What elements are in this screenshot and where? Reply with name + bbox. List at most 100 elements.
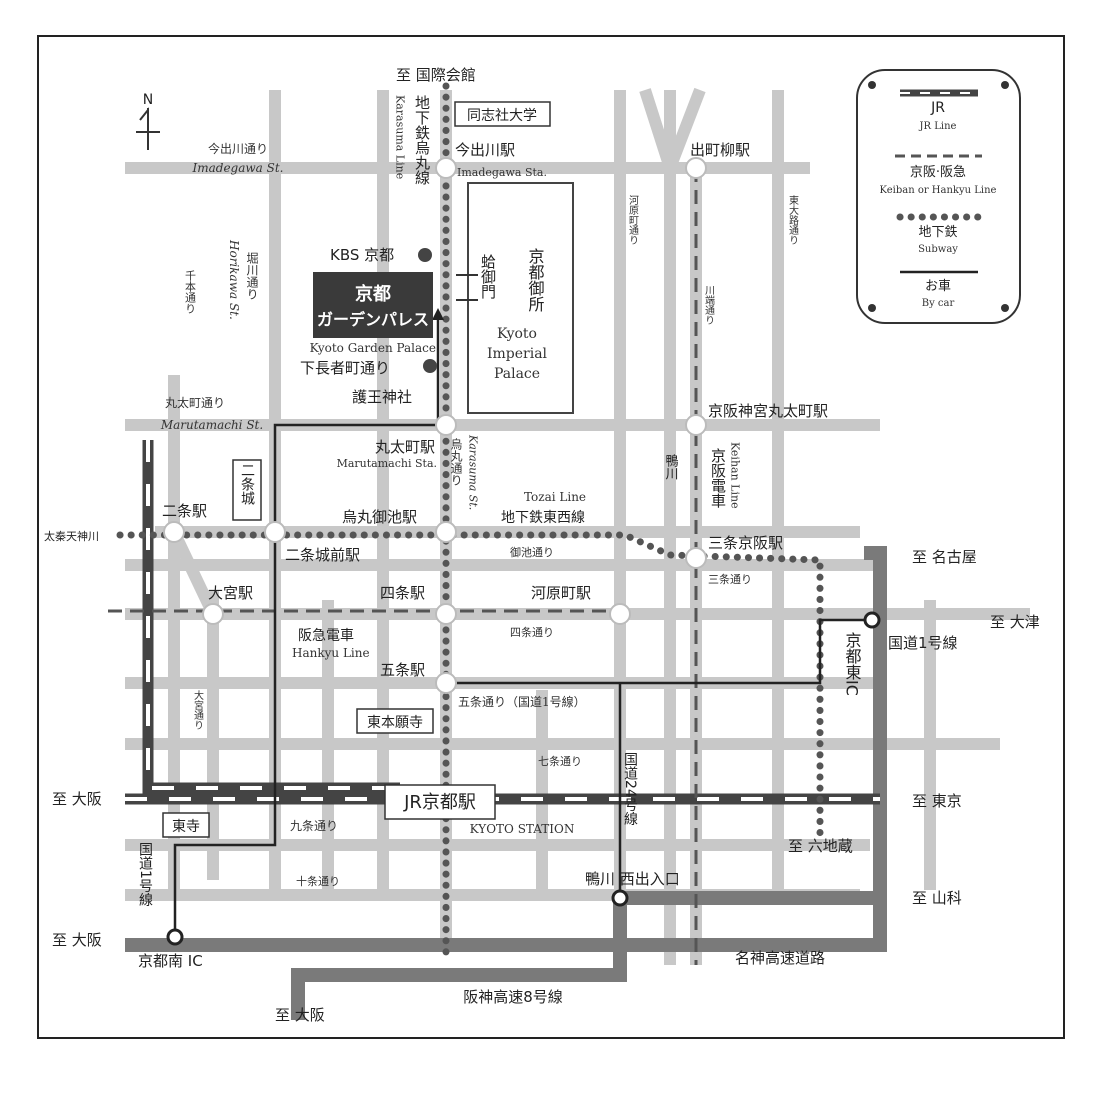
label-omiya: 大宮駅 (208, 584, 253, 602)
legend-car-en: By car (922, 298, 955, 309)
svg-text:至 大阪: 至 大阪 (52, 790, 102, 808)
kyoto-higashi-ic-label: 京都東IC (843, 632, 862, 696)
label-sanjo-keihan: 三条京阪駅 (708, 534, 783, 552)
legend-keihan: 京阪·阪急 (910, 165, 966, 180)
svg-text:今出川通り: 今出川通り (208, 141, 268, 156)
hotel-name-line2: ガーデンパレス (317, 310, 429, 329)
station-labels: 今出川駅 Imadegawa Sta. 出町柳駅 京阪神宮丸太町駅 丸太町駅 M… (162, 141, 828, 679)
karasuma-line-jp: 地下鉄烏丸線 (413, 95, 431, 185)
svg-text:御池通り: 御池通り (510, 545, 554, 559)
label-kawaramachi: 河原町駅 (531, 584, 591, 602)
station-markers (163, 157, 707, 694)
svg-text:至 名古屋: 至 名古屋 (912, 548, 977, 566)
svg-text:東大路通り: 東大路通り (787, 194, 799, 245)
svg-text:至 東京: 至 東京 (912, 792, 962, 810)
svg-text:至 六地蔵: 至 六地蔵 (788, 837, 853, 855)
kyoto-station-label: JR京都駅 (403, 792, 476, 813)
keihan-line-jp: 京阪電車 (709, 448, 727, 508)
arrow-to-hotel (432, 308, 444, 320)
gosho-label: 京都御所 (526, 248, 545, 312)
doshisha-label: 同志社大学 (467, 108, 537, 124)
tozai-line-jp: 地下鉄東西線 (501, 510, 585, 526)
svg-text:川端通り: 川端通り (703, 285, 715, 325)
label-nijojo-mae: 二条城前駅 (285, 546, 360, 564)
svg-text:Horikawa St.: Horikawa St. (227, 239, 241, 320)
keihan-line-en: Keihan Line (729, 442, 742, 509)
legend-jr: JR (930, 100, 945, 116)
hamaguri-label: 蛤御門 (479, 254, 497, 300)
svg-text:Karasuma St.: Karasuma St. (467, 434, 480, 510)
label-imadegawa-en: Imadegawa Sta. (457, 166, 547, 179)
svg-text:七条通り: 七条通り (538, 754, 582, 768)
svg-text:N: N (143, 92, 153, 108)
kbs-dot (418, 248, 432, 262)
label-gojo: 五条駅 (380, 661, 425, 679)
svg-text:至 国際会館: 至 国際会館 (396, 66, 476, 84)
kamogawa-label: 鴨川 (663, 454, 679, 480)
destination-labels: 至 国際会館 至 名古屋 至 大津 至 大阪 至 東京 至 六地蔵 至 山科 至… (52, 66, 1040, 1024)
kyoto-minami-ic-label: 京都南 IC (138, 952, 203, 970)
legend-keihan-en: Keiban or Hankyu Line (880, 185, 997, 196)
legend-subway: 地下鉄 (918, 225, 957, 240)
label-demachiyanagi: 出町柳駅 (690, 141, 750, 159)
nijojo-label: 二条城 (239, 463, 255, 506)
label-marutamachi-en: Marutamachi Sta. (337, 457, 437, 470)
jr-line (125, 440, 880, 805)
kbs-label: KBS 京都 (330, 246, 394, 264)
boxed-labels (162, 101, 551, 838)
legend-subway-en: Subway (918, 244, 958, 255)
legend-jr-en: JR Line (919, 121, 957, 132)
kyoto-station-en: KYOTO STATION (470, 822, 575, 836)
toji-label: 東寺 (172, 819, 200, 835)
svg-text:至 大津: 至 大津 (990, 613, 1040, 631)
svg-text:至 大阪: 至 大阪 (52, 931, 102, 949)
goo-jinja-label: 護王神社 (352, 388, 412, 406)
label-marutamachi: 丸太町駅 (375, 438, 435, 456)
svg-text:Imadegawa St.: Imadegawa St. (192, 161, 284, 175)
svg-text:至 山科: 至 山科 (912, 889, 962, 907)
svg-text:四条通り: 四条通り (510, 625, 554, 639)
label-nijo: 二条駅 (162, 502, 207, 520)
svg-text:烏丸通り: 烏丸通り (449, 438, 463, 486)
svg-text:十条通り: 十条通り (296, 874, 340, 888)
gosho-en3: Palace (494, 366, 540, 382)
street-labels: 今出川通り Imadegawa St. 堀川通り Horikawa St. 千本… (137, 141, 958, 907)
label-karasuma-oike: 烏丸御池駅 (342, 508, 417, 526)
major-roads (125, 546, 887, 1020)
uzumasa-label: 太秦天神川 (44, 529, 99, 543)
hotel-name-line1: 京都 (355, 283, 391, 305)
legend-car: お車 (925, 279, 951, 294)
svg-text:国道24号線: 国道24号線 (622, 752, 638, 826)
hotel-name-en: Kyoto Garden Palace (310, 341, 436, 355)
svg-text:国道1号線: 国道1号線 (888, 634, 958, 652)
svg-text:河原町通り: 河原町通り (627, 195, 639, 245)
hanshin8-label: 阪神高速8号線 (463, 988, 563, 1006)
svg-text:至 大阪: 至 大阪 (275, 1006, 325, 1024)
car-routes (173, 315, 870, 935)
hotel-box (313, 272, 433, 338)
label-imadegawa: 今出川駅 (455, 141, 515, 159)
svg-text:Marutamachi St.: Marutamachi St. (160, 418, 263, 432)
kamogawa-nishi-label: 鴨川 西出入口 (585, 870, 680, 888)
svg-text:丸太町通り: 丸太町通り (165, 395, 225, 410)
north-arrow-icon: N (136, 92, 160, 150)
gosho-en1: Kyoto (497, 326, 537, 342)
shimochojamachi-label: 下長者町通り (300, 359, 390, 377)
svg-text:九条通り: 九条通り (290, 819, 338, 833)
label-jingu-marutamachi: 京阪神宮丸太町駅 (708, 402, 828, 420)
legend: JR JR Line 京阪·阪急 Keiban or Hankyu Line 地… (856, 69, 1021, 324)
imperial-palace-block (467, 182, 574, 414)
svg-text:大宮通り: 大宮通り (192, 689, 204, 730)
goo-jinja-dot (423, 359, 437, 373)
label-shijo: 四条駅 (380, 584, 425, 602)
svg-text:千本通り: 千本通り (184, 270, 197, 314)
hankyu-line-en: Hankyu Line (292, 646, 370, 660)
svg-text:堀川通り: 堀川通り (245, 251, 259, 300)
hankyu-line-jp: 阪急電車 (298, 627, 354, 644)
svg-text:五条通り（国道1号線）: 五条通り（国道1号線） (458, 694, 586, 709)
svg-text:三条通り: 三条通り (708, 572, 752, 586)
meishin-label: 名神高速道路 (735, 949, 825, 967)
svg-text:国道1号線: 国道1号線 (137, 842, 153, 907)
gosho-en2: Imperial (487, 346, 548, 362)
